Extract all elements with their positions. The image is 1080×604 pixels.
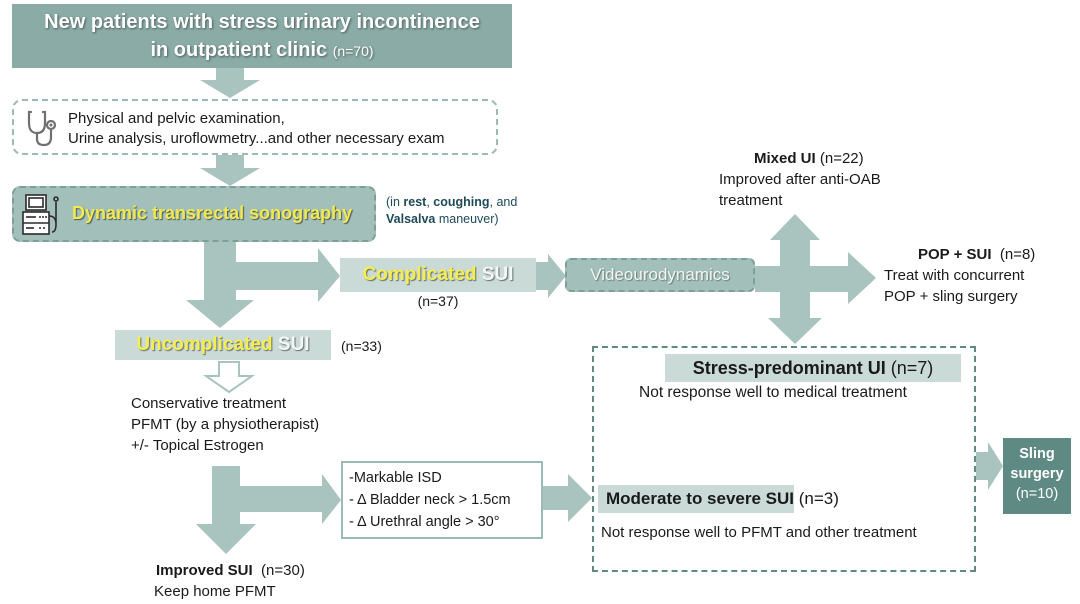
arrow-sonography-to-uncomplicated <box>186 242 254 328</box>
conservative-treatment-text: Conservative treatment PFMT (by a physio… <box>131 393 319 456</box>
note-rest: rest <box>403 195 427 209</box>
improved-sui-count: (n=30) <box>261 562 305 579</box>
arrow-to-isd <box>240 474 341 524</box>
isd-line2: - Δ Bladder neck > 1.5cm <box>349 492 511 508</box>
isd-line3: - Δ Urethral angle > 30° <box>349 514 500 530</box>
note-prefix: (in <box>386 195 404 209</box>
conservative-line2: PFMT (by a physiotherapist) <box>131 416 320 433</box>
sling-count: (n=10) <box>1015 486 1059 502</box>
header-count: (n=70) <box>332 43 374 59</box>
isd-line1: -Markable ISD <box>349 470 442 486</box>
stress-predominant-box: Stress-predominant UI (n=7) <box>665 354 961 382</box>
arrow-to-sling <box>976 442 1003 490</box>
arrow-isd-to-moderate <box>543 474 592 522</box>
mixed-ui-description: Improved after anti-OAB treatment <box>719 169 881 211</box>
pop-sui-label: POP + SUI <box>918 246 992 263</box>
stethoscope-icon <box>27 110 57 147</box>
examination-box: Physical and pelvic examination, Urine a… <box>12 99 498 155</box>
arrow-vud-cross <box>755 214 876 344</box>
mixed-ui-line2: treatment <box>719 192 783 209</box>
improved-sui-description: Keep home PFMT <box>154 583 276 600</box>
moderate-severe-description: Not response well to PFMT and other trea… <box>601 524 917 541</box>
pop-sui-count: (n=8) <box>999 246 1036 263</box>
conservative-line3: +/- Topical Estrogen <box>131 437 264 454</box>
pop-sui-title: POP + SUI (n=8) <box>918 244 1035 265</box>
sling-surgery-box: Sling surgery (n=10) <box>1003 438 1071 514</box>
header-line2: in outpatient clinic <box>150 39 328 61</box>
uncomplicated-count: (n=33) <box>341 338 382 354</box>
pop-sui-line2: POP + sling surgery <box>884 288 1018 305</box>
pop-sui-description: Treat with concurrent POP + sling surger… <box>884 265 1024 307</box>
mixed-ui-title: Mixed UI (n=22) <box>754 148 864 169</box>
arrow-to-complicated <box>236 248 340 302</box>
note-sep: , <box>426 195 434 209</box>
sonography-note: (in rest, coughing, and Valsalva maneuve… <box>386 194 517 228</box>
arrow-exam-to-sonography <box>200 155 260 186</box>
sonography-machine-icon <box>22 194 59 235</box>
note-sep: , and <box>489 195 518 209</box>
complicated-word: Complicated <box>362 264 477 285</box>
conservative-line1: Conservative treatment <box>131 395 287 412</box>
improved-sui-title: Improved SUI (n=30) <box>156 560 305 581</box>
uncomplicated-sui-box: Uncomplicated SUI <box>115 330 331 360</box>
complicated-sui: SUI <box>481 264 514 285</box>
moderate-severe-label: Moderate to severe SUI <box>606 489 795 508</box>
note-suffix: maneuver) <box>435 212 499 226</box>
uncomplicated-sui: SUI <box>277 334 310 355</box>
header-line1: New patients with stress urinary inconti… <box>44 11 480 33</box>
arrow-uncomplicated-to-conservative <box>202 361 256 394</box>
surgical-candidates-group <box>592 346 976 572</box>
sling-line1: Sling <box>1019 446 1055 462</box>
exam-line2: Urine analysis, uroflowmetry...and other… <box>68 130 445 147</box>
complicated-count: (n=37) <box>417 293 459 309</box>
pop-sui-line1: Treat with concurrent <box>884 267 1025 284</box>
arrow-title-to-exam <box>200 68 260 98</box>
stress-predominant-count: (n=7) <box>890 358 934 378</box>
uncomplicated-word: Uncomplicated <box>136 334 273 355</box>
mixed-ui-label: Mixed UI <box>754 150 816 167</box>
mixed-ui-line1: Improved after anti-OAB <box>719 171 881 188</box>
sonography-box: Dynamic transrectal sonography <box>12 186 376 242</box>
moderate-severe-count: (n=3) <box>798 489 839 508</box>
arrow-conservative-to-improved <box>196 466 256 554</box>
isd-criteria-box: -Markable ISD - Δ Bladder neck > 1.5cm -… <box>341 461 543 539</box>
note-coughing: coughing <box>433 195 490 209</box>
stress-predominant-label: Stress-predominant UI <box>692 358 886 378</box>
improved-sui-label: Improved SUI <box>156 562 253 579</box>
moderate-severe-box: Moderate to severe SUI (n=3) <box>598 485 839 513</box>
mixed-ui-count: (n=22) <box>819 150 864 167</box>
complicated-sui-box: Complicated SUI <box>340 258 536 292</box>
sonography-label: Dynamic transrectal sonography <box>72 203 353 223</box>
note-valsalva: Valsalva <box>386 212 436 226</box>
arrow-complicated-to-vud <box>536 254 566 298</box>
sling-line2: surgery <box>1010 466 1064 482</box>
patients-header-box: New patients with stress urinary inconti… <box>12 4 512 68</box>
stress-predominant-description: Not response well to medical treatment <box>639 384 907 401</box>
exam-line1: Physical and pelvic examination, <box>68 110 285 127</box>
videourodynamics-box: Videourodynamics <box>565 258 755 292</box>
